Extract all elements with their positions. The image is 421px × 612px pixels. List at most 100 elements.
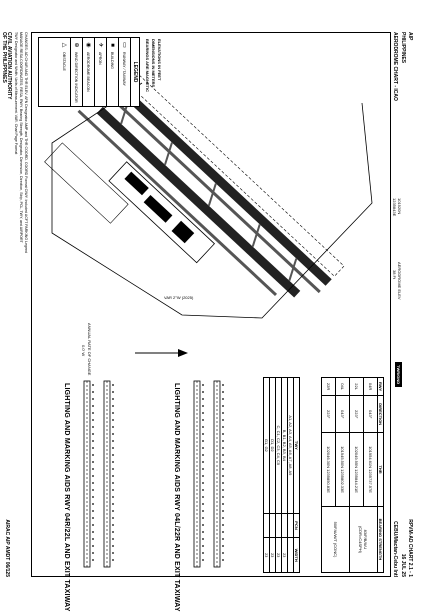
light-marker: [222, 419, 224, 421]
runway-04r-22l: [106, 74, 332, 286]
light-marker: [112, 552, 114, 554]
light-marker: [112, 433, 114, 435]
light-marker: [112, 517, 114, 519]
lighting-strip-22r: [92, 380, 224, 568]
light-marker: [202, 447, 204, 449]
light-marker: [92, 468, 94, 470]
light-marker: [92, 496, 94, 498]
aip-label: AIP: [407, 32, 413, 41]
light-marker: [222, 391, 224, 393]
light-marker: [92, 524, 94, 526]
light-marker: [112, 447, 114, 449]
light-marker: [222, 398, 224, 400]
light-marker: [222, 475, 224, 477]
light-marker: [222, 433, 224, 435]
col-thr: THR: [377, 432, 384, 507]
light-marker: [112, 510, 114, 512]
lighting-22l-title: LIGHTING AND MARKING AIDS RWY 04R/22L AN…: [63, 383, 70, 612]
elevation-label: AERODROME ELEV: [397, 262, 402, 300]
light-marker: [202, 468, 204, 470]
lighting-diagrams: [83, 380, 224, 568]
light-marker: [112, 405, 114, 407]
table-row: 04L 043° 101945.50N 1235802.33E 50/F/A/W…: [321, 377, 350, 573]
light-marker: [92, 419, 94, 421]
light-marker: [202, 461, 204, 463]
parallel-taxiway: [99, 86, 321, 294]
light-marker: [222, 489, 224, 491]
chart-sheet: AIP PHILIPPINES RPVM-AD CHART 2.1 - 1 16…: [1, 32, 413, 612]
light-marker: [222, 503, 224, 505]
light-marker: [92, 503, 94, 505]
col-direction: DIRECTION: [377, 395, 384, 433]
light-marker: [92, 447, 94, 449]
light-marker: [202, 524, 204, 526]
light-marker: [92, 426, 94, 428]
light-marker: [202, 517, 204, 519]
light-marker: [222, 440, 224, 442]
light-marker: [112, 482, 114, 484]
light-marker: [202, 475, 204, 477]
legend-box: LEGEND ▭RUNWAY / TAXIWAY ■BUILDING ✈APRO…: [38, 37, 140, 107]
taxiway-data-table: TWY PCN WIDTH A1, A2, A3, A4, A5, A6, A7…: [263, 377, 300, 573]
light-marker: [202, 531, 204, 533]
legend-item: △OBSTACLE: [59, 38, 71, 106]
light-marker: [112, 503, 114, 505]
light-marker: [92, 398, 94, 400]
chart-date: 16 JUL 25: [400, 553, 406, 577]
light-marker: [112, 524, 114, 526]
state-label: PHILIPPINES: [400, 32, 406, 64]
light-marker: [112, 489, 114, 491]
col-strength: BEARING STRENGTH: [377, 506, 384, 573]
light-marker: [202, 489, 204, 491]
light-marker: [92, 552, 94, 554]
light-marker: [92, 405, 94, 407]
lighting-strip-22l: [83, 380, 111, 568]
elevation-value: 38 Ft: [392, 270, 397, 280]
light-marker: [92, 433, 94, 435]
light-marker: [202, 538, 204, 540]
light-marker: [222, 426, 224, 428]
col-rwy: RWY: [377, 377, 384, 396]
light-marker: [92, 384, 94, 386]
light-marker: [112, 412, 114, 414]
light-marker: [202, 384, 204, 386]
light-marker: [202, 545, 204, 547]
light-marker: [202, 482, 204, 484]
light-marker: [202, 419, 204, 421]
note-elevations: ELEVATIONS IN FEET: [157, 39, 162, 81]
light-marker: [222, 468, 224, 470]
magvar-label: VAR 2°W (2025): [164, 295, 194, 300]
light-marker: [112, 496, 114, 498]
light-marker: [222, 496, 224, 498]
twr-badge: TWR/GND: [395, 362, 402, 388]
annual-change-value: 0.0' W: [81, 345, 86, 357]
north-arrow-icon: [135, 349, 188, 357]
table-row: A1, A2, A3, A4, A5, A6, A7, A8, A9: [287, 377, 294, 573]
table-row: 04R 043° 101954.61N 1235737.57E 83/F/B/X…: [349, 377, 378, 573]
light-marker: [92, 482, 94, 484]
light-marker: [222, 447, 224, 449]
legend-item: ◉AERODROME BEACON: [83, 38, 95, 106]
light-marker: [112, 426, 114, 428]
light-marker: [222, 524, 224, 526]
arp-lon: 1235843E: [392, 198, 397, 217]
light-marker: [92, 559, 94, 561]
light-marker: [202, 426, 204, 428]
light-marker: [92, 531, 94, 533]
light-marker: [202, 510, 204, 512]
lighting-22r-title: LIGHTING AND MARKING AIDS RWY 04L/22R AN…: [173, 383, 180, 612]
light-marker: [222, 552, 224, 554]
legend-item: ▭RUNWAY / TAXIWAY: [119, 38, 131, 106]
light-marker: [92, 412, 94, 414]
changes-line-3: TWY Designator and Width. Units of Measu…: [14, 32, 18, 155]
light-marker: [92, 538, 94, 540]
light-marker: [112, 454, 114, 456]
light-marker: [92, 489, 94, 491]
light-marker: [202, 454, 204, 456]
light-marker: [222, 510, 224, 512]
light-marker: [202, 440, 204, 442]
light-marker: [92, 545, 94, 547]
light-marker: [112, 440, 114, 442]
